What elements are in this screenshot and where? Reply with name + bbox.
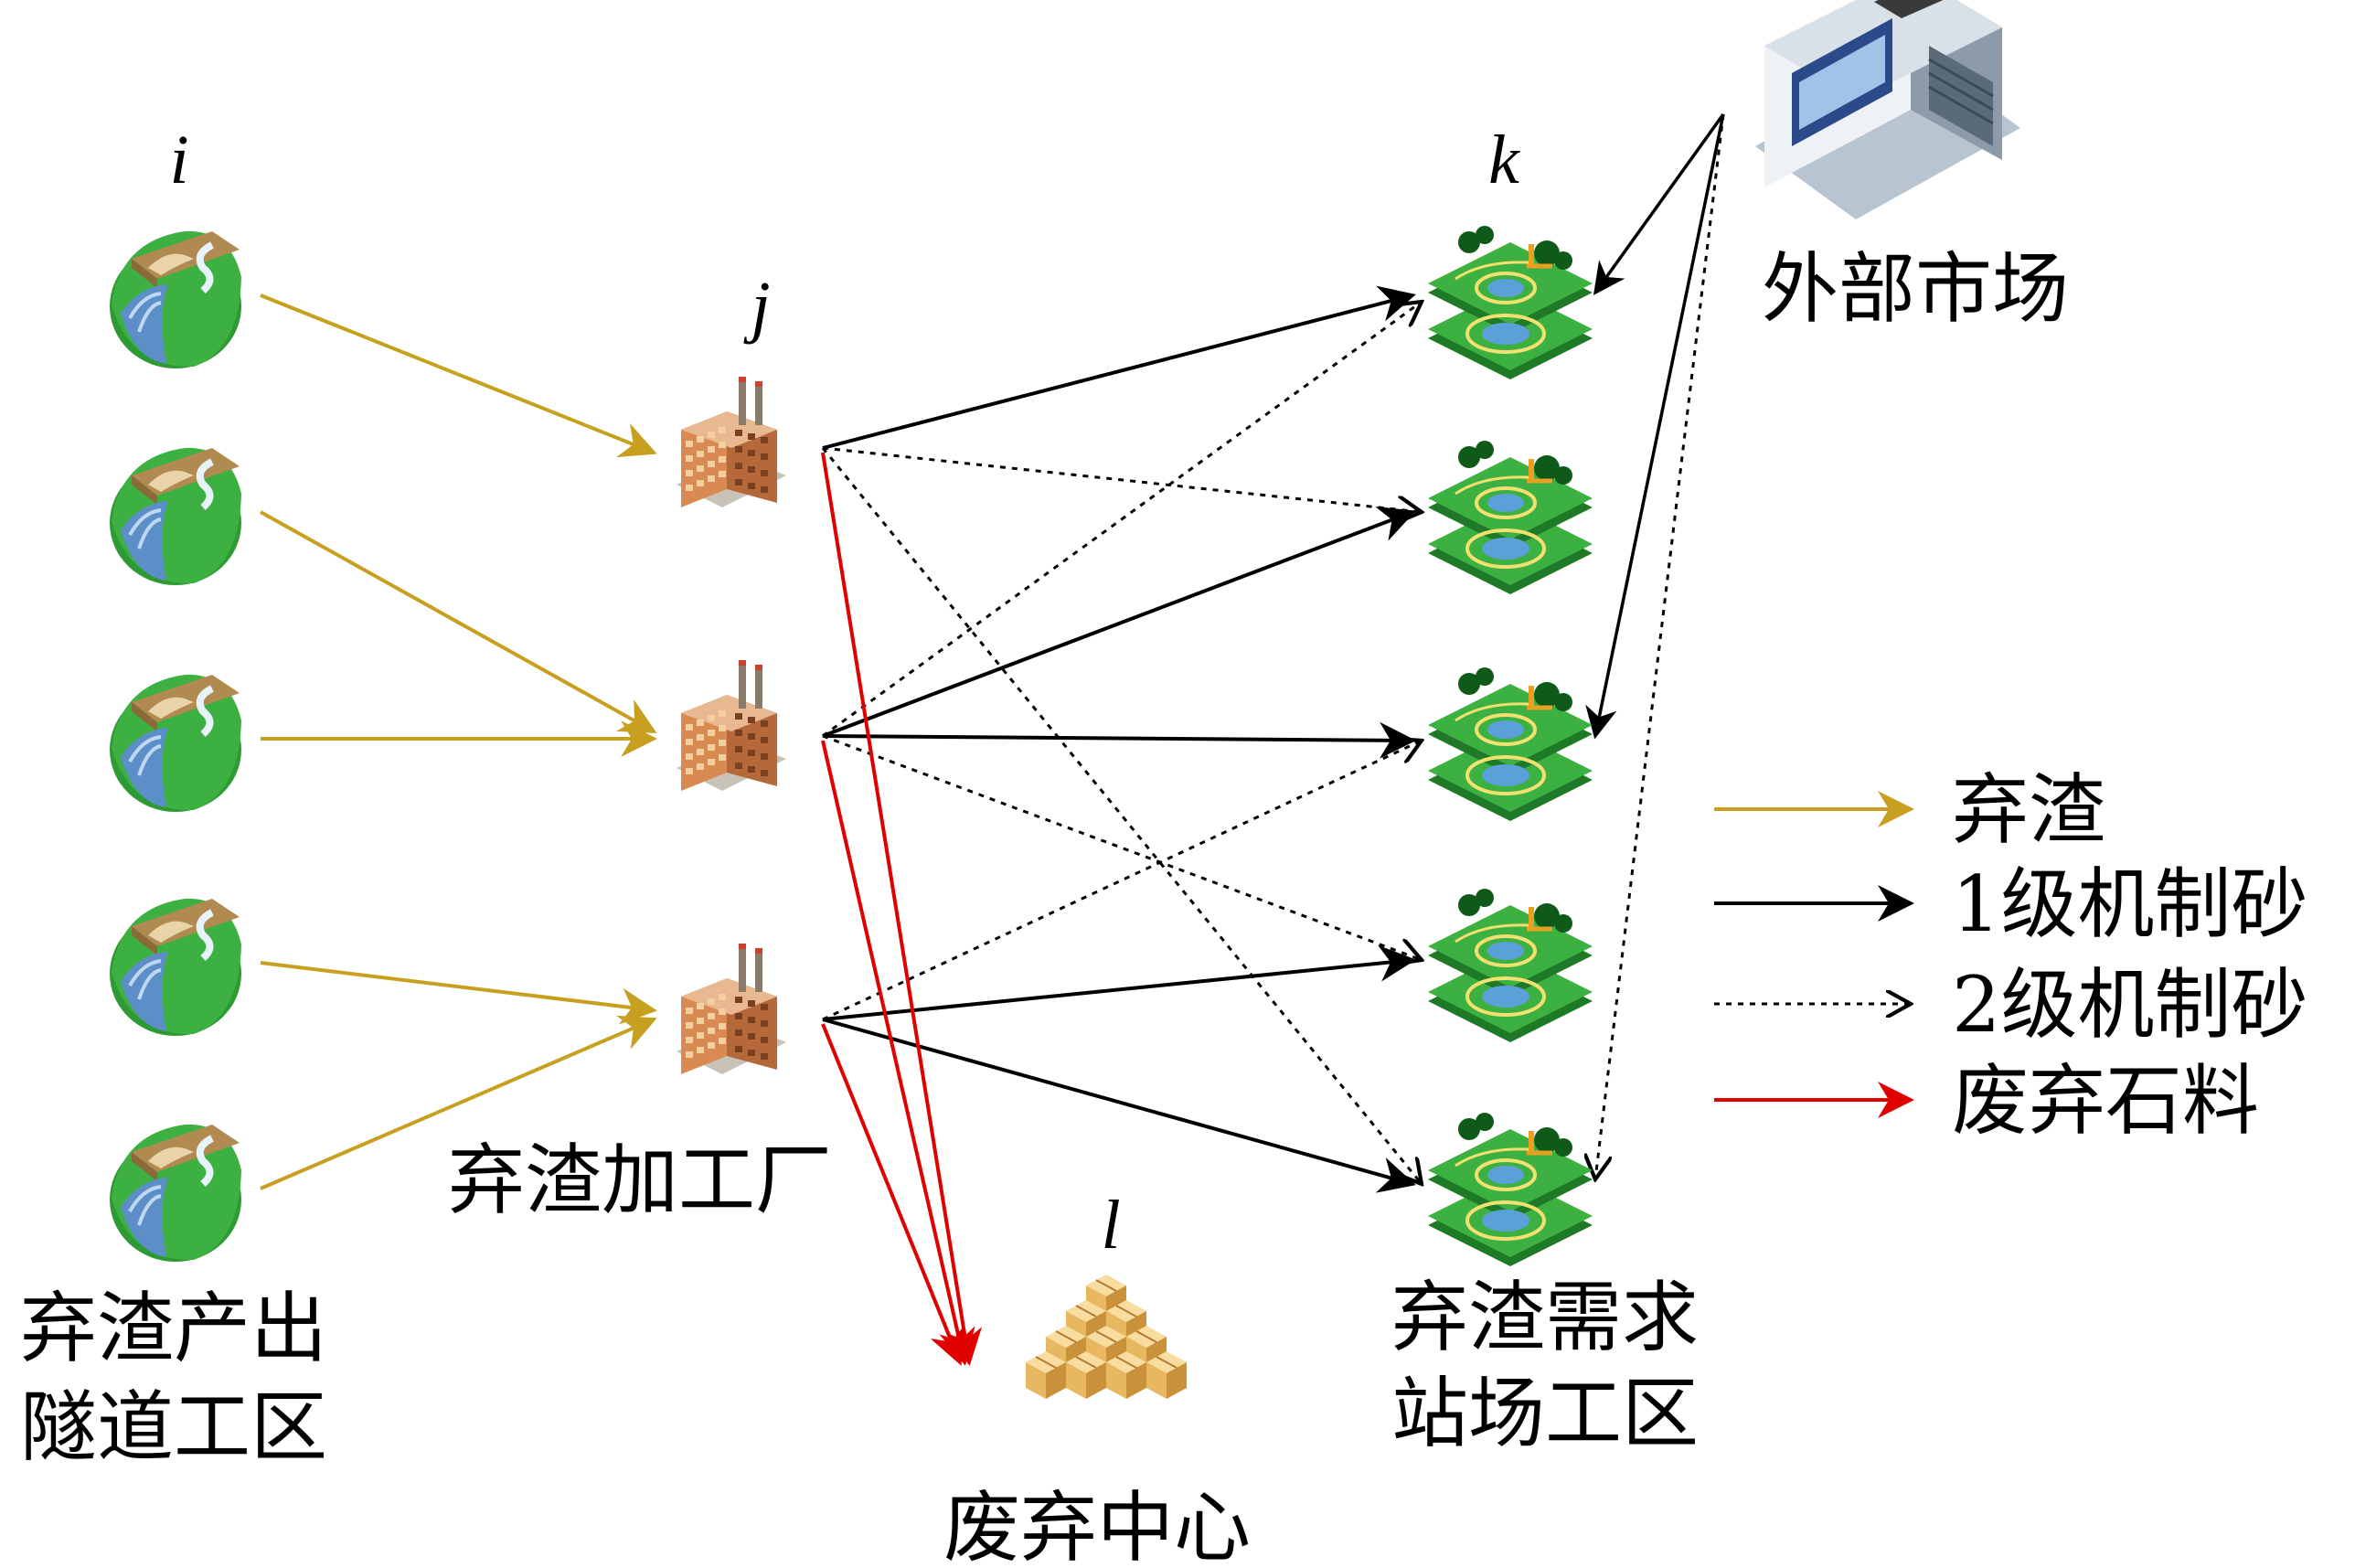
station-worksite-icon: [1428, 889, 1593, 1042]
var-l: l: [1101, 1187, 1120, 1264]
tunnel-worksite-icon: [110, 448, 241, 585]
factory-icon: [677, 660, 786, 791]
tunnel-worksite-icon: [110, 899, 241, 1036]
station-worksite-icon: [1428, 226, 1593, 379]
flow-grade2-sand: [821, 302, 1422, 1184]
tunnel-worksite-icon: [110, 231, 241, 368]
var-k: k: [1488, 122, 1520, 198]
flow-grade1-sand: [822, 285, 1416, 1193]
station-label-line2: 站场工区: [1391, 1369, 1699, 1458]
tunnel-worksite-icon: [110, 1125, 241, 1262]
legend-label: 弃渣: [1952, 765, 2105, 855]
legend-label: 1级机制砂: [1952, 859, 2307, 949]
legend-label: 2级机制砂: [1952, 960, 2307, 1050]
station-worksite-icon: [1428, 441, 1593, 594]
legend: 弃渣 1级机制砂 2级机制砂 废弃石料: [1714, 765, 2307, 1146]
flow-waste-stone: [821, 452, 983, 1366]
var-j: j: [742, 268, 770, 345]
station-worksite-icon: [1428, 1113, 1593, 1266]
plant-label: 弃渣加工厂: [448, 1136, 832, 1225]
station-worksite-icon: [1428, 667, 1593, 821]
legend-label: 废弃石料: [1952, 1056, 2259, 1146]
tunnel-label-line2: 隧道工区: [20, 1382, 327, 1472]
station-label-line1: 弃渣需求: [1391, 1273, 1699, 1362]
flow-market: [1595, 112, 1725, 1179]
market-building-icon: [1755, 0, 2020, 219]
market-label: 外部市场: [1762, 244, 2069, 334]
disposal-label: 废弃中心: [943, 1483, 1251, 1568]
plant-nodes: [677, 377, 786, 1074]
factory-icon: [677, 944, 786, 1074]
var-i: i: [169, 122, 188, 198]
station-worksite-nodes: [1428, 226, 1593, 1266]
tunnel-worksite-icon: [110, 675, 241, 812]
box-stack-icon: [1025, 1274, 1188, 1400]
flow-waste-slag: [260, 293, 657, 1190]
factory-icon: [677, 377, 786, 507]
tunnel-worksite-nodes: [110, 231, 241, 1262]
tunnel-label-line1: 弃渣产出: [20, 1284, 327, 1373]
